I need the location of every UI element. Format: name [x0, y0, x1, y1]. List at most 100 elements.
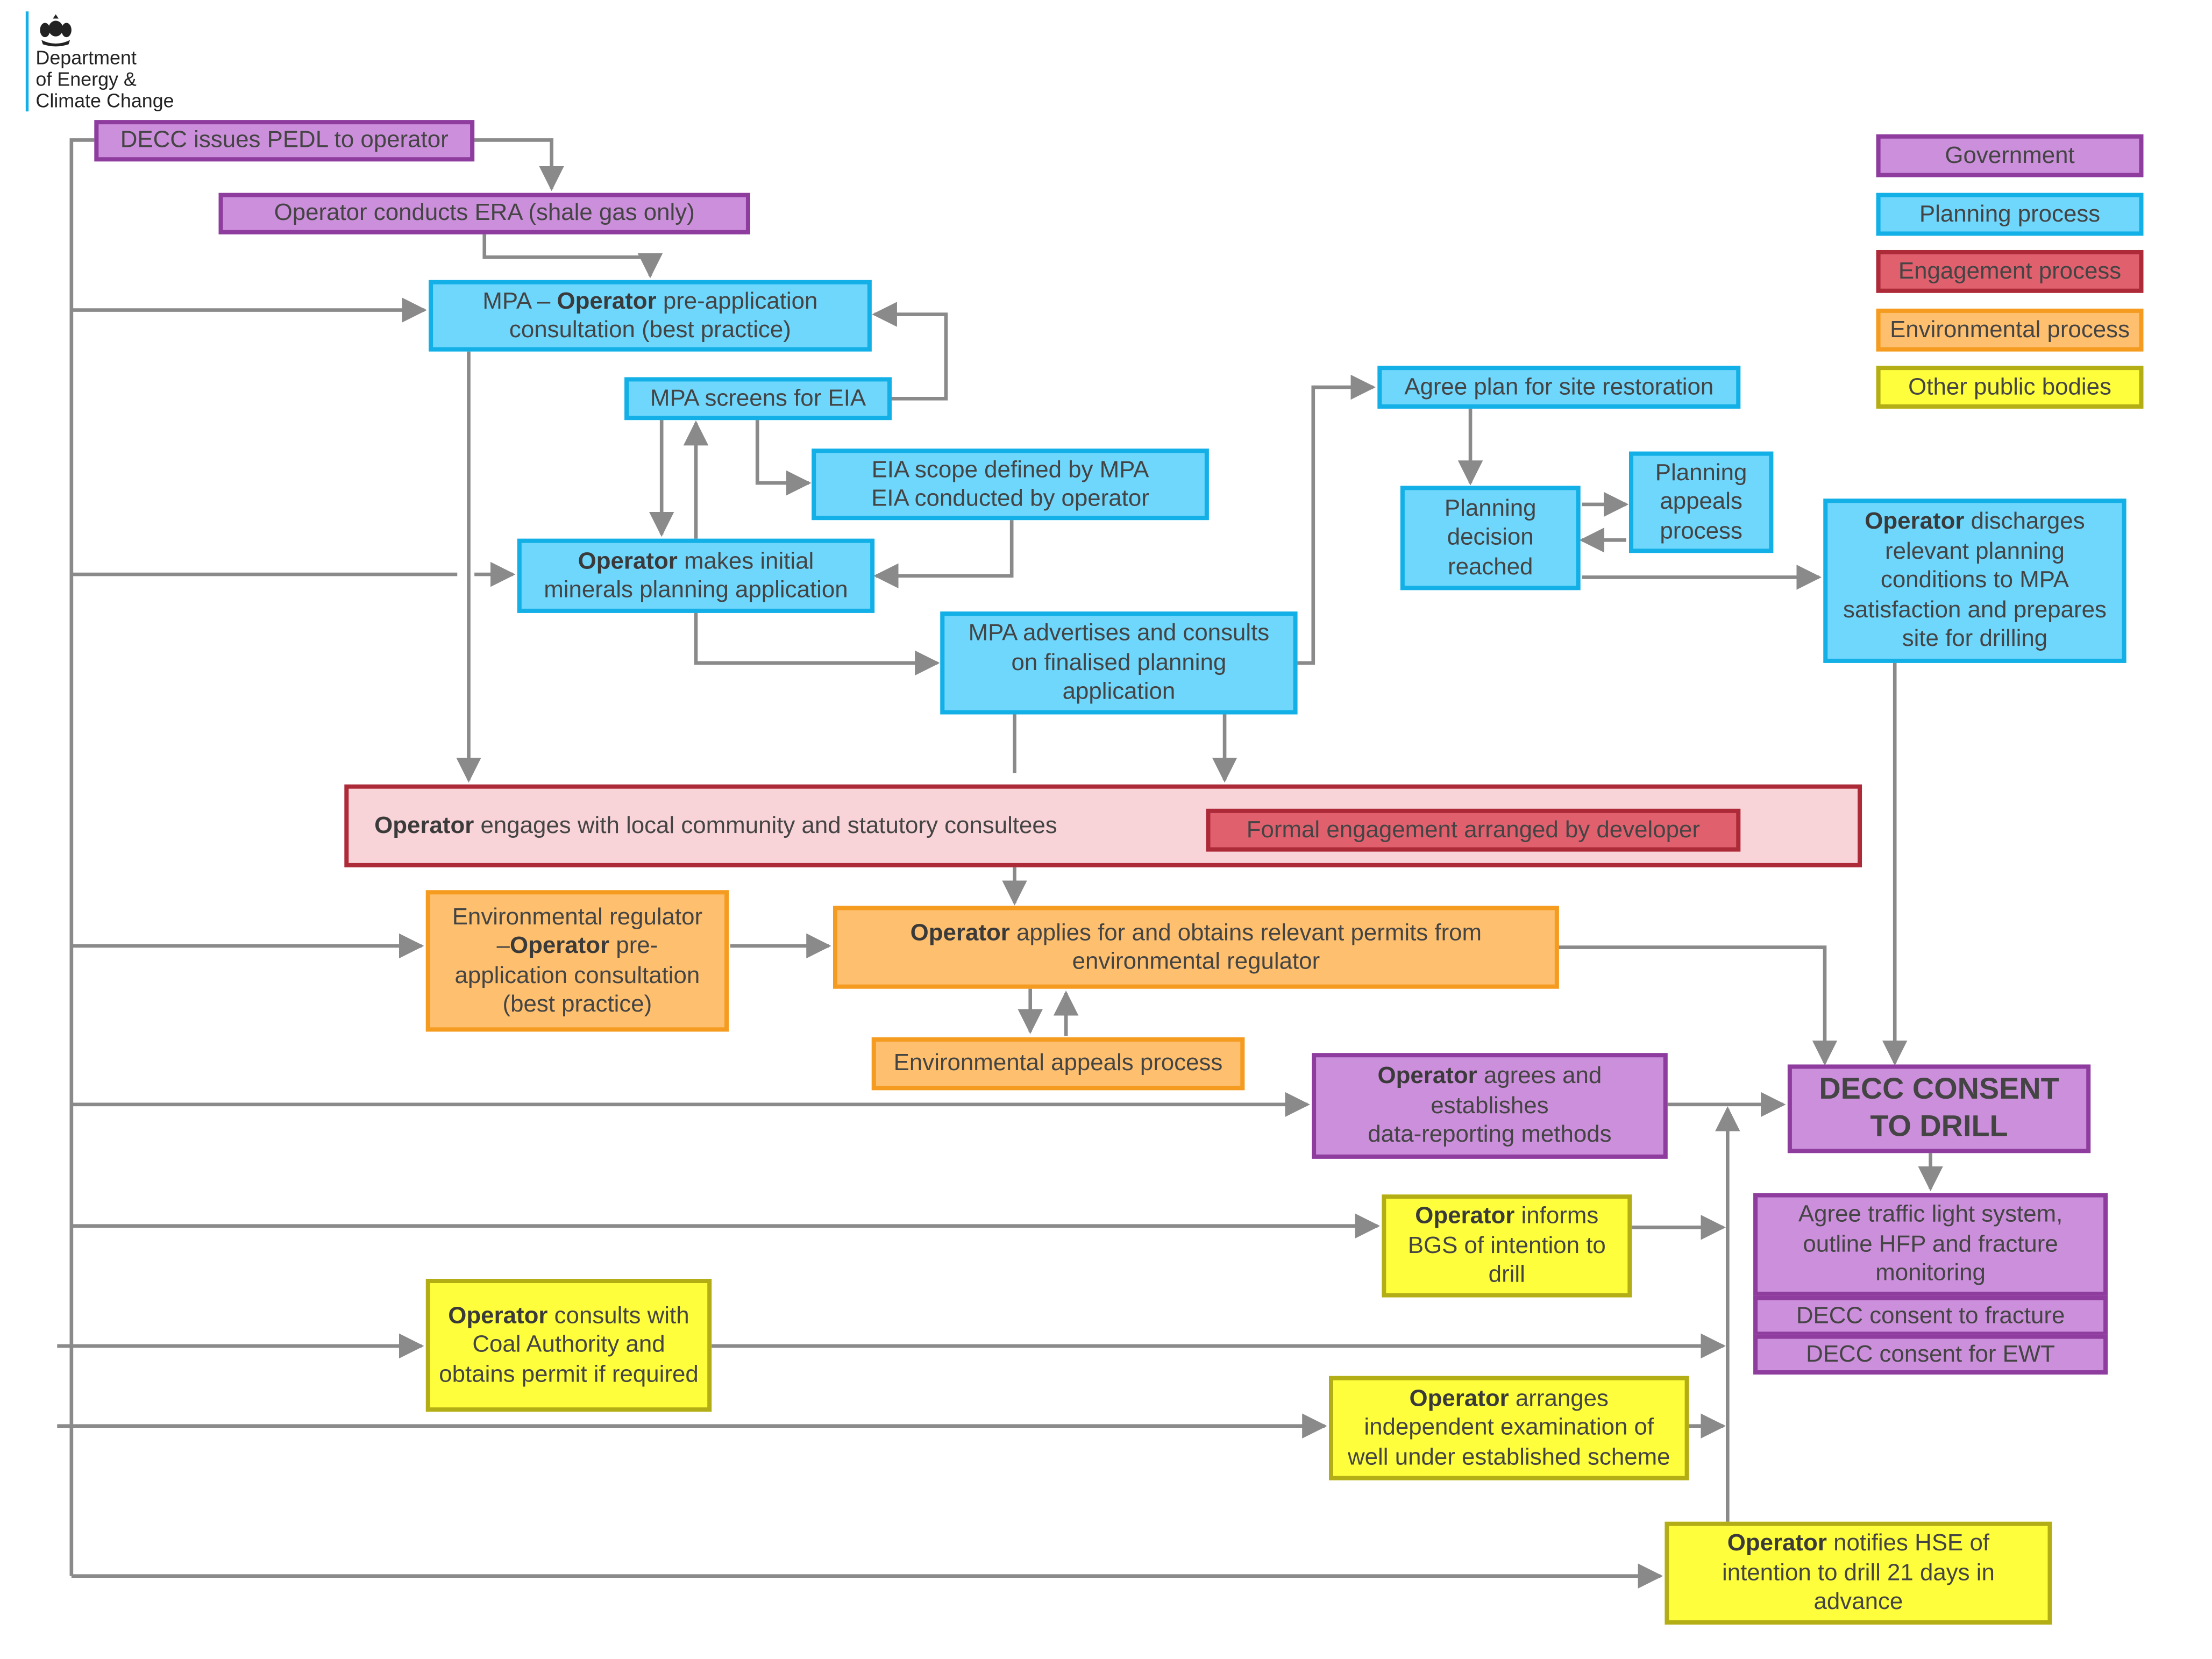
- node-line-1-bold: Operator: [1865, 509, 1965, 535]
- node-line-3: application consultation: [454, 962, 700, 988]
- node-mpa-advertises: MPA advertises and consults on finalised…: [940, 611, 1298, 715]
- node-line-1-suffix: pre-application: [656, 288, 818, 314]
- node-line-1-bold: Operator: [578, 547, 678, 574]
- legend-item-environmental-process: Environmental process: [1876, 308, 2144, 352]
- node-environmental-appeals: Environmental appeals process: [871, 1037, 1245, 1091]
- node-line-3: data-reporting methods: [1368, 1122, 1612, 1148]
- node-operator-obtains-permits: Operator applies for and obtains relevan…: [833, 906, 1559, 989]
- connector-era-to-preapp: [482, 233, 663, 279]
- node-line-1-bold: Operator: [1415, 1203, 1515, 1229]
- department-logo: Department of Energy & Climate Change: [25, 11, 197, 112]
- node-line-2: on finalised planning: [1011, 650, 1227, 676]
- node-line-3: drill: [1488, 1262, 1525, 1288]
- node-line-2: appeals: [1660, 489, 1742, 515]
- node-consent-to-fracture: DECC consent to fracture: [1753, 1295, 2108, 1336]
- node-line-2: Coal Authority and: [472, 1332, 665, 1358]
- node-line-1: Operator agrees and: [1368, 1062, 1611, 1091]
- node-traffic-light-system: Agree traffic light system, outline HFP …: [1753, 1193, 2108, 1296]
- connector-screens-to-eia-scope: [755, 418, 812, 496]
- node-line-2: relevant planning: [1884, 538, 2065, 564]
- node-line-3: process: [1660, 518, 1742, 544]
- royal-crest-icon: [40, 14, 72, 47]
- node-line-1: Agree traffic light system,: [1798, 1202, 2063, 1228]
- connector-permits-to-consent: [1559, 945, 1838, 1066]
- node-line-1-suffix: makes initial: [677, 547, 814, 574]
- node-line-1-suffix: consults with: [547, 1302, 689, 1329]
- node-line-1: Operator notifies HSE of: [1722, 1529, 1995, 1558]
- node-text-bold: Operator: [374, 813, 474, 838]
- legend-label-other-public-bodies: Other public bodies: [1908, 374, 2111, 400]
- connector-main-spine: [69, 138, 95, 1576]
- node-line-2: environmental regulator: [1072, 949, 1320, 975]
- node-line-3: advance: [1813, 1589, 1903, 1615]
- node-data-reporting-methods: Operator agrees and establishes data-rep…: [1312, 1053, 1668, 1159]
- node-line-1: Operator consults with: [439, 1301, 698, 1330]
- node-operator-conducts-era: Operator conducts ERA (shale gas only): [218, 193, 750, 234]
- node-line-1-bold: Operator: [1409, 1385, 1509, 1412]
- node-line-1: MPA advertises and consults: [968, 620, 1270, 646]
- connector-initial-app-to-advertises: [694, 611, 940, 676]
- node-line-1: Operator makes initial: [544, 546, 848, 575]
- department-name-line-1: Department: [35, 47, 137, 69]
- department-name-line-3: Climate Change: [35, 90, 174, 112]
- node-text: Operator engages with local community an…: [374, 811, 1057, 841]
- node-line-2: TO DRILL: [1870, 1110, 2008, 1143]
- node-operator-notifies-hse: Operator notifies HSE of intention to dr…: [1665, 1521, 2052, 1625]
- node-operator-engages-community: Operator engages with local community an…: [344, 784, 1862, 867]
- node-operator-informs-bgs: Operator informs BGS of intention to dri…: [1382, 1194, 1632, 1298]
- node-site-restoration: Agree plan for site restoration: [1377, 366, 1741, 409]
- node-line-1-bold: Operator: [1377, 1063, 1477, 1090]
- node-text: DECC consent to fracture: [1796, 1302, 2065, 1329]
- node-line-1: Planning: [1655, 459, 1747, 486]
- node-line-1: Planning: [1444, 495, 1537, 522]
- connector-screens-to-preapp: [872, 302, 948, 401]
- node-line-2: minerals planning application: [544, 577, 848, 603]
- node-line-1: Operator discharges: [1843, 508, 2107, 537]
- node-text: DECC consent for EWT: [1806, 1341, 2055, 1368]
- node-text: Agree plan for site restoration: [1404, 374, 1714, 400]
- node-line-1: Operator arranges: [1348, 1384, 1670, 1413]
- node-line-2: decision: [1447, 524, 1534, 551]
- node-line-2-suffix: pre-: [609, 933, 658, 959]
- node-line-3: monitoring: [1875, 1261, 1986, 1286]
- legend-item-planning-process: Planning process: [1876, 193, 2144, 236]
- node-line-1-bold: Operator: [910, 919, 1010, 945]
- node-text: DECC issues PEDL to operator: [120, 127, 449, 153]
- node-line-1-suffix: notifies HSE of: [1826, 1530, 1990, 1557]
- node-env-regulator-pre-application: Environmental regulator –Operator pre- a…: [425, 890, 729, 1032]
- node-line-3: obtains permit if required: [439, 1361, 699, 1387]
- node-planning-appeals: Planning appeals process: [1628, 451, 1774, 553]
- node-operator-consults-coal-authority: Operator consults with Coal Authority an…: [425, 1279, 712, 1412]
- legend-item-other-public-bodies: Other public bodies: [1876, 366, 2144, 409]
- node-initial-planning-application: Operator makes initial minerals planning…: [517, 538, 875, 613]
- node-line-2: BGS of intention to: [1407, 1233, 1606, 1259]
- node-line-4: (best practice): [502, 991, 652, 1017]
- connector-advertises-to-restoration: [1297, 374, 1376, 665]
- node-line-1-suffix: applies for and obtains relevant permits…: [1009, 919, 1482, 945]
- node-line-1-bold: Operator: [557, 288, 657, 314]
- legend-label-environmental-process: Environmental process: [1890, 317, 2130, 343]
- node-decc-consent-to-drill: DECC CONSENT TO DRILL: [1787, 1064, 2091, 1154]
- node-line-1: Environmental regulator: [452, 903, 703, 930]
- node-line-3: conditions to MPA: [1880, 567, 2069, 594]
- node-line-3: application: [1062, 679, 1176, 705]
- node-line-2: intention to drill 21 days in: [1722, 1560, 1995, 1586]
- node-eia-scope: EIA scope defined by MPA EIA conducted b…: [812, 448, 1209, 521]
- node-text: Environmental appeals process: [893, 1050, 1223, 1077]
- node-line-4: satisfaction and prepares: [1843, 596, 2107, 623]
- node-line-1: MPA – Operator pre-application: [482, 287, 817, 316]
- legend-item-engagement-process: Engagement process: [1876, 250, 2144, 293]
- node-line-2: consultation (best practice): [509, 317, 791, 343]
- connector-pedl-to-era: [473, 138, 564, 191]
- node-line-3: reached: [1447, 554, 1533, 580]
- node-line-1-prefix: MPA –: [482, 288, 557, 314]
- connector-eia-scope-to-initial-app: [873, 520, 1014, 589]
- node-text: MPA screens for EIA: [650, 385, 866, 411]
- node-text-suffix: engages with local community and statuto…: [474, 813, 1057, 838]
- node-line-2-bold: Operator: [509, 933, 610, 959]
- node-line-1-suffix: arranges: [1509, 1385, 1609, 1412]
- node-mpa-pre-application: MPA – Operator pre-application consultat…: [429, 280, 872, 352]
- node-line-2: EIA conducted by operator: [871, 486, 1149, 512]
